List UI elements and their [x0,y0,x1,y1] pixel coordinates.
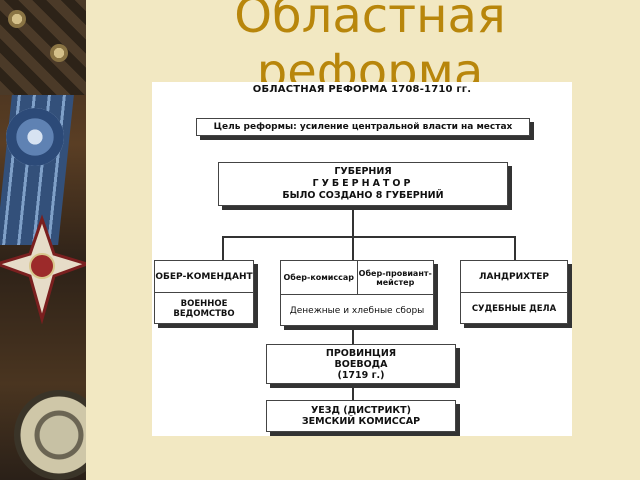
landrichter-label: ЛАНДРИХТЕР [461,261,567,293]
ober-komendant-box: ОБЕР-КОМЕНДАНТ ВОЕННОЕ ВЕДОМСТВО [154,260,254,324]
ober-komissar-label: Обер-комиссар [281,261,358,294]
landrichter-box: ЛАНДРИХТЕР СУДЕБНЫЕ ДЕЛА [460,260,568,324]
coin-icon [8,10,26,28]
connector-line [352,206,354,236]
zemsky-komissar-label: ЗЕМСКИЙ КОМИССАР [301,416,421,427]
province-year-label: (1719 г.) [337,369,385,381]
connector-line [352,384,354,400]
gubernia-box: ГУБЕРНИЯ ГУБЕРНАТОР БЫЛО СОЗДАНО 8 ГУБЕР… [218,162,508,206]
judicial-affairs-label: СУДЕБНЫЕ ДЕЛА [471,303,557,314]
uezd-box: УЕЗД (ДИСТРИКТ) ЗЕМСКИЙ КОМИССАР [266,400,456,432]
rosette-icon [6,108,64,166]
voevoda-label: ВОЕВОДА [334,358,388,370]
connector-line [514,236,516,260]
decorative-side-image [0,0,86,480]
ober-komendant-label: ОБЕР-КОМЕНДАНТ [155,261,253,293]
connector-line [222,236,516,238]
governor-label: ГУБЕРНАТОР [312,178,414,189]
order-cross-icon [0,214,86,324]
province-box: ПРОВИНЦИЯ ВОЕВОДА (1719 г.) [266,344,456,384]
ober-proviantmeister-label: Обер-провиант-мейстер [358,268,432,287]
diagram-heading: ОБЛАСТНАЯ РЕФОРМА 1708-1710 гг. [252,84,472,95]
gubernia-label: ГУБЕРНИЯ [334,166,392,177]
finance-box: Обер-комиссар Обер-провиант-мейстер Дене… [280,260,434,326]
gubernia-count-label: БЫЛО СОЗДАНО 8 ГУБЕРНИЙ [282,190,444,201]
reform-goal-box: Цель реформы: усиление центральной власт… [196,118,530,136]
province-label: ПРОВИНЦИЯ [325,347,397,359]
money-grain-collection-label: Денежные и хлебные сборы [289,305,425,316]
compass-icon [14,390,86,480]
connector-line [222,236,224,260]
military-department-label: ВОЕННОЕ ВЕДОМСТВО [173,298,235,319]
diagram-panel: ОБЛАСТНАЯ РЕФОРМА 1708-1710 гг. Цель реф… [152,82,572,436]
coin-icon [50,44,68,62]
uezd-label: УЕЗД (ДИСТРИКТ) [310,405,412,416]
